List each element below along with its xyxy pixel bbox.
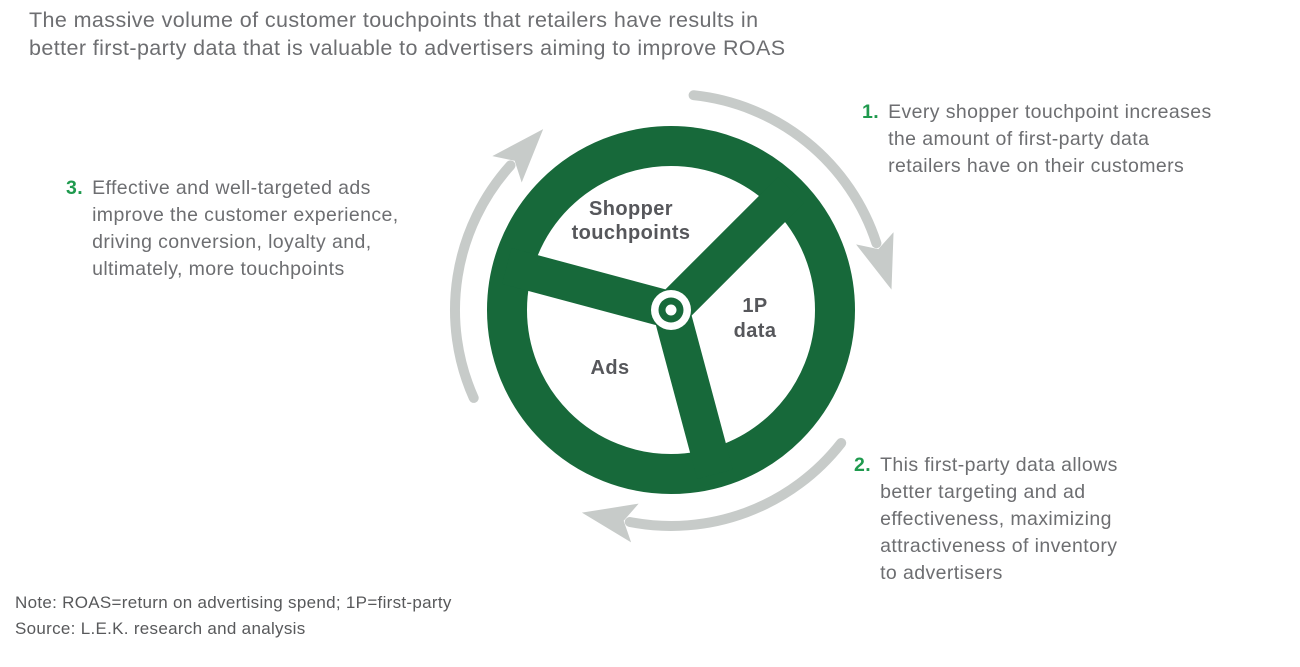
annotation-1: 1. Every shopper touchpoint increases th… [862, 99, 1282, 180]
wheel [487, 126, 855, 494]
clockwise-arrow-bottom-icon [581, 438, 847, 543]
segment-label-ads: Ads [590, 357, 630, 379]
annotation-2-text: This first-party data allows better targ… [880, 454, 1118, 584]
annotation-3: 3. Effective and well-targeted ads impro… [66, 175, 476, 283]
segment-label-shopper-touchpoints: Shopper touchpoints [571, 198, 691, 244]
clockwise-arrow-left-icon [450, 129, 544, 403]
segment-label-1p-data: 1P data [733, 295, 777, 342]
wheel-hub-center [665, 304, 677, 316]
clockwise-arrow-top-icon [688, 90, 894, 290]
footnote-source: Source: L.E.K. research and analysis [15, 618, 306, 638]
annotation-2-number: 2. [854, 454, 872, 476]
wheel-spoke-down [653, 305, 733, 479]
annotation-1-text: Every shopper touchpoint increases the a… [888, 101, 1212, 177]
footnote: Note: ROAS=return on advertising spend; … [15, 590, 452, 641]
annotation-3-number: 3. [66, 177, 84, 199]
page-title: The massive volume of customer touchpoin… [29, 8, 786, 60]
wheel-spoke-upper-right [657, 176, 805, 324]
annotation-1-number: 1. [862, 101, 880, 123]
footnote-note: Note: ROAS=return on advertising spend; … [15, 593, 452, 612]
annotation-3-text: Effective and well-targeted ads improve … [92, 177, 399, 280]
cycle-arrows [450, 90, 894, 543]
wheel-spoke-left [502, 248, 676, 328]
wheel-rim [487, 126, 855, 494]
annotation-2: 2. This first-party data allows better t… [854, 452, 1194, 587]
